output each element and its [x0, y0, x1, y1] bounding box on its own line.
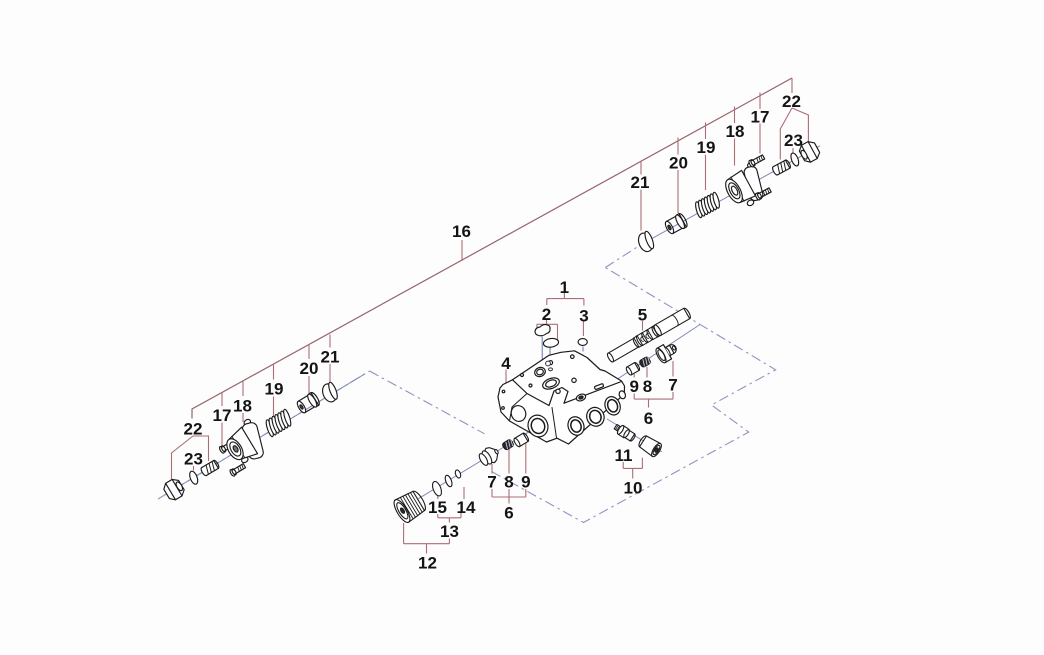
svg-text:9: 9 — [629, 377, 638, 396]
svg-text:12: 12 — [418, 554, 437, 573]
svg-text:3: 3 — [579, 307, 588, 326]
svg-text:1: 1 — [560, 278, 569, 297]
svg-text:2: 2 — [542, 305, 551, 324]
svg-text:6: 6 — [644, 409, 653, 428]
svg-text:5: 5 — [638, 306, 647, 325]
svg-text:23: 23 — [784, 131, 803, 150]
svg-text:4: 4 — [501, 354, 511, 373]
svg-text:21: 21 — [321, 348, 340, 367]
svg-text:15: 15 — [428, 498, 447, 517]
svg-text:13: 13 — [440, 522, 459, 541]
svg-text:20: 20 — [300, 359, 319, 378]
svg-text:14: 14 — [457, 498, 476, 517]
svg-text:21: 21 — [631, 173, 650, 192]
svg-text:22: 22 — [782, 92, 801, 111]
svg-text:6: 6 — [504, 504, 513, 523]
svg-text:17: 17 — [751, 108, 770, 127]
svg-text:18: 18 — [233, 397, 252, 416]
svg-text:11: 11 — [615, 446, 633, 465]
svg-text:8: 8 — [643, 377, 652, 396]
svg-text:18: 18 — [726, 122, 745, 141]
svg-text:19: 19 — [265, 380, 284, 399]
svg-text:7: 7 — [487, 473, 496, 492]
svg-text:10: 10 — [624, 479, 643, 498]
svg-text:16: 16 — [452, 222, 471, 241]
svg-text:17: 17 — [213, 406, 232, 425]
svg-text:20: 20 — [669, 154, 688, 173]
svg-text:9: 9 — [521, 473, 530, 492]
svg-text:7: 7 — [668, 376, 677, 395]
svg-text:19: 19 — [697, 138, 716, 157]
svg-text:22: 22 — [184, 420, 203, 439]
svg-text:8: 8 — [504, 473, 513, 492]
svg-text:23: 23 — [184, 450, 203, 469]
